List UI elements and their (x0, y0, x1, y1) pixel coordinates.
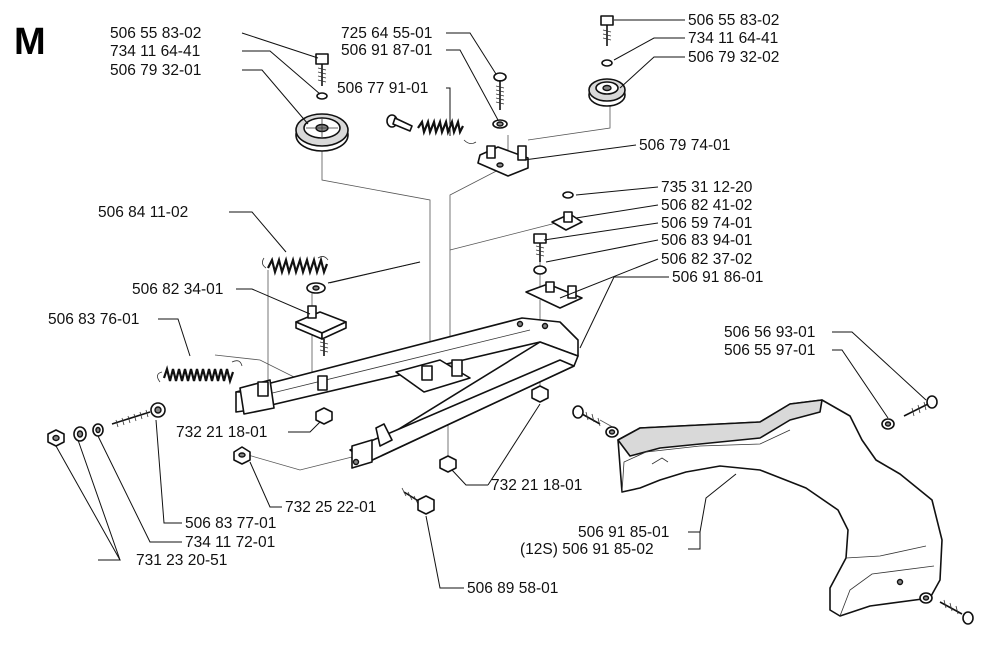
bumper (617, 399, 943, 617)
bolt-left-pulley (315, 53, 329, 100)
part-label: 506 55 83-02 (110, 25, 201, 42)
bumper-screw-left (572, 405, 619, 438)
pulley-right (588, 78, 626, 107)
nut-under-frame-right (531, 385, 549, 403)
part-label: 506 91 85-01 (578, 524, 669, 541)
part-label: 506 82 41-02 (661, 197, 752, 214)
nut-under-frame-left (315, 407, 333, 425)
bolt-front (401, 487, 435, 515)
part-label: 735 31 12-20 (661, 179, 753, 196)
spring-small (386, 114, 477, 144)
part-label: 506 82 37-02 (661, 251, 752, 268)
right-bracket-assembly (525, 191, 583, 309)
part-label: 734 11 64-41 (688, 30, 778, 47)
eye-bolt (111, 402, 166, 428)
cable (306, 261, 421, 294)
bolt-right-pulley (600, 15, 614, 67)
part-label: 506 84 11-02 (98, 204, 188, 221)
part-label: 506 77 91-01 (337, 80, 428, 97)
part-labels: 506 55 83-02 734 11 64-41 506 79 32-01 7… (48, 12, 815, 597)
part-label: 506 91 87-01 (341, 42, 432, 59)
pulley-left (295, 113, 349, 152)
bumper-screw-top-right (881, 395, 938, 430)
nut-front (233, 446, 251, 465)
part-label: 732 21 18-01 (491, 477, 582, 494)
part-label: 725 64 55-01 (341, 25, 432, 42)
part-label: 506 79 32-01 (110, 62, 201, 79)
main-frame (235, 317, 579, 469)
part-label: 506 79 32-02 (688, 49, 779, 66)
part-label: 506 55 97-01 (724, 342, 815, 359)
carriage-bolt (492, 72, 508, 129)
part-label: (12S) 506 91 85-02 (520, 541, 654, 558)
bumper-screw-bottom (919, 592, 974, 625)
nut-under-frame-center (439, 455, 457, 473)
bracket-tension (295, 305, 347, 356)
part-label: 734 11 72-01 (185, 534, 275, 551)
part-label: 506 83 77-01 (185, 515, 276, 532)
leader-lines (55, 19, 927, 589)
part-label: 731 23 20-51 (136, 552, 227, 569)
bracket-upper (477, 145, 529, 177)
part-label: 732 21 18-01 (176, 424, 267, 441)
part-label: 506 82 34-01 (132, 281, 223, 298)
part-label: 506 79 74-01 (639, 137, 730, 154)
part-label: 506 89 58-01 (467, 580, 558, 597)
part-label: 732 25 22-01 (285, 499, 376, 516)
part-label: 506 83 76-01 (48, 311, 139, 328)
part-label: 506 83 94-01 (661, 232, 752, 249)
part-label: 734 11 64-41 (110, 43, 200, 60)
spring-long (157, 360, 243, 385)
part-label: 506 55 83-02 (688, 12, 779, 29)
part-label: 506 59 74-01 (661, 215, 752, 232)
part-label: 506 56 93-01 (724, 324, 815, 341)
part-label: 506 91 86-01 (672, 269, 763, 286)
section-letter: M (14, 21, 46, 63)
nut-washers-left (47, 423, 104, 447)
spring-large (262, 256, 329, 276)
